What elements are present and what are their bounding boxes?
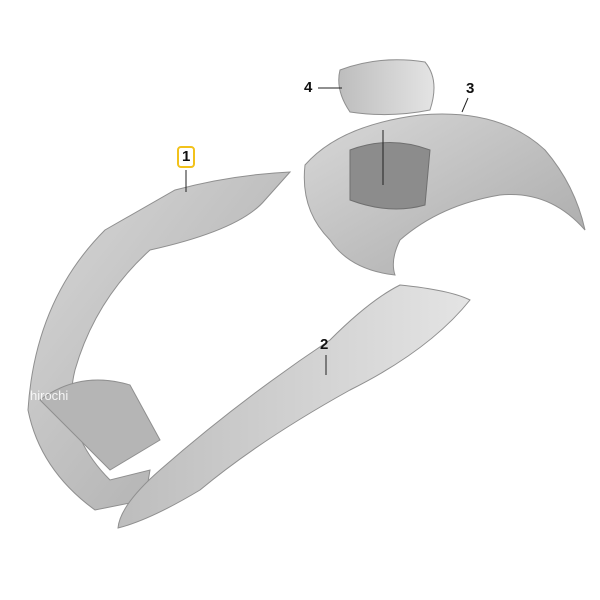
part-3-tank-cover[interactable] <box>303 113 586 276</box>
part-2-lower-panel[interactable] <box>117 284 471 529</box>
callout-2[interactable]: 2 <box>320 336 329 353</box>
callout-3[interactable]: 3 <box>466 80 475 97</box>
callout-1[interactable]: 1 <box>177 146 196 168</box>
part-4-cap[interactable] <box>338 59 435 116</box>
callout-4[interactable]: 4 <box>304 79 313 96</box>
watermark: hirochi <box>30 388 69 403</box>
part-1-side-panel[interactable] <box>27 171 292 511</box>
